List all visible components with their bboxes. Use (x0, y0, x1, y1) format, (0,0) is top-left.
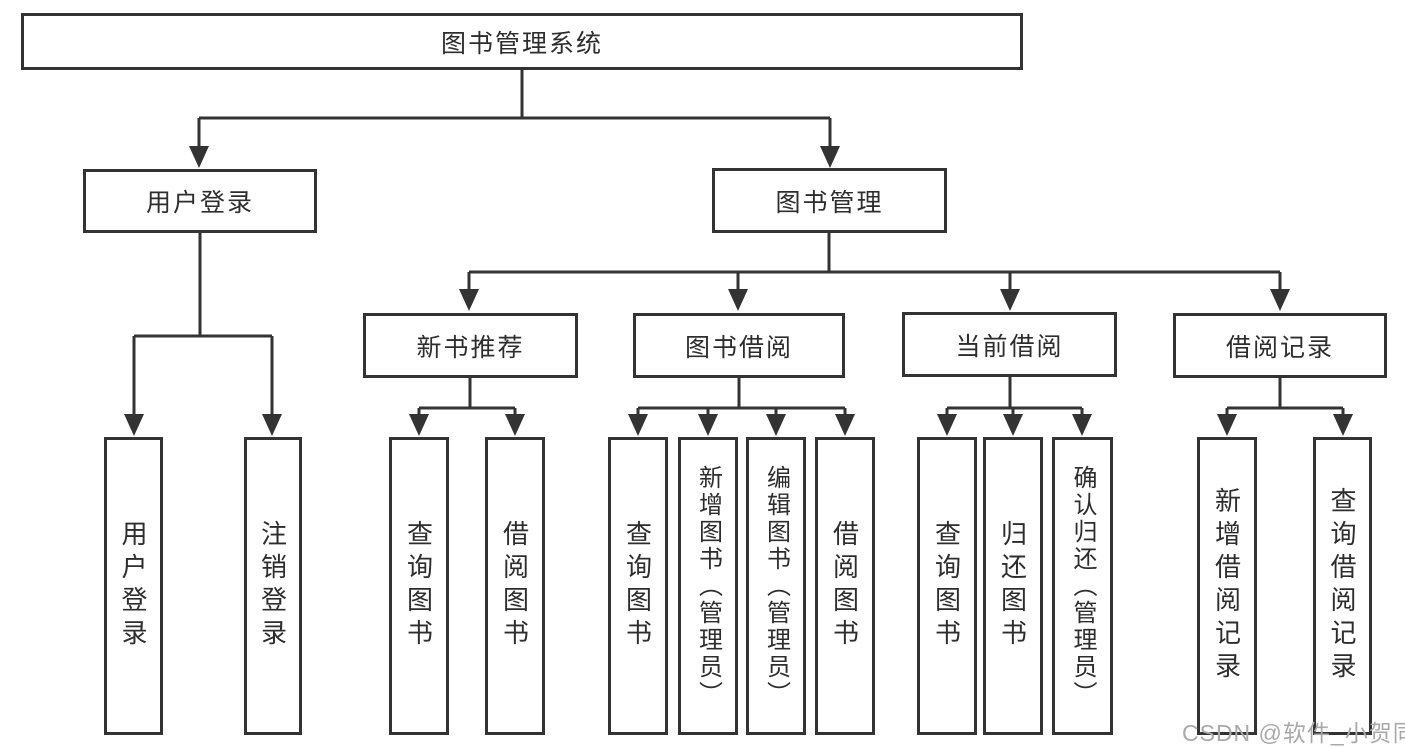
node-logout-action: 注销登录 (244, 437, 302, 735)
connector-new-book-recommend (409, 377, 525, 436)
node-user-login: 用户登录 (83, 169, 317, 233)
node-current-borrow: 当前借阅 (902, 312, 1117, 377)
connector-current-borrow (937, 376, 1092, 436)
node-root: 图书管理系统 (21, 13, 1023, 70)
node-new-book-recommend: 新书推荐 (363, 313, 578, 378)
node-cb-confirm-return-admin: 确认归还（管理员） (1052, 437, 1113, 735)
node-bb-borrow-books: 借阅图书 (815, 437, 875, 735)
node-nbr-borrow-books: 借阅图书 (485, 437, 545, 735)
connector-book-borrow (628, 378, 855, 436)
node-cb-return-books: 归还图书 (983, 437, 1043, 735)
node-bb-query-books: 查询图书 (608, 437, 668, 735)
node-nbr-query-books: 查询图书 (389, 437, 449, 735)
connector-borrow-records (1217, 377, 1353, 436)
node-bb-add-books-admin: 新增图书（管理员） (678, 437, 738, 735)
node-bb-edit-books-admin: 编辑图书（管理员） (746, 437, 806, 735)
node-user-login-action: 用户登录 (104, 437, 163, 735)
watermark: CSDN @软件_小贺同学 (1182, 720, 1405, 746)
connector-root (189, 70, 840, 168)
node-borrow-records: 借阅记录 (1173, 313, 1387, 378)
connector-book-management (459, 233, 1290, 311)
node-br-add-record: 新增借阅记录 (1197, 437, 1257, 735)
node-br-query-record: 查询借阅记录 (1313, 437, 1372, 735)
node-book-management: 图书管理 (712, 168, 947, 233)
node-cb-query-books: 查询图书 (917, 437, 977, 735)
node-book-borrow: 图书借阅 (633, 313, 845, 378)
connector-user-login (124, 233, 282, 436)
